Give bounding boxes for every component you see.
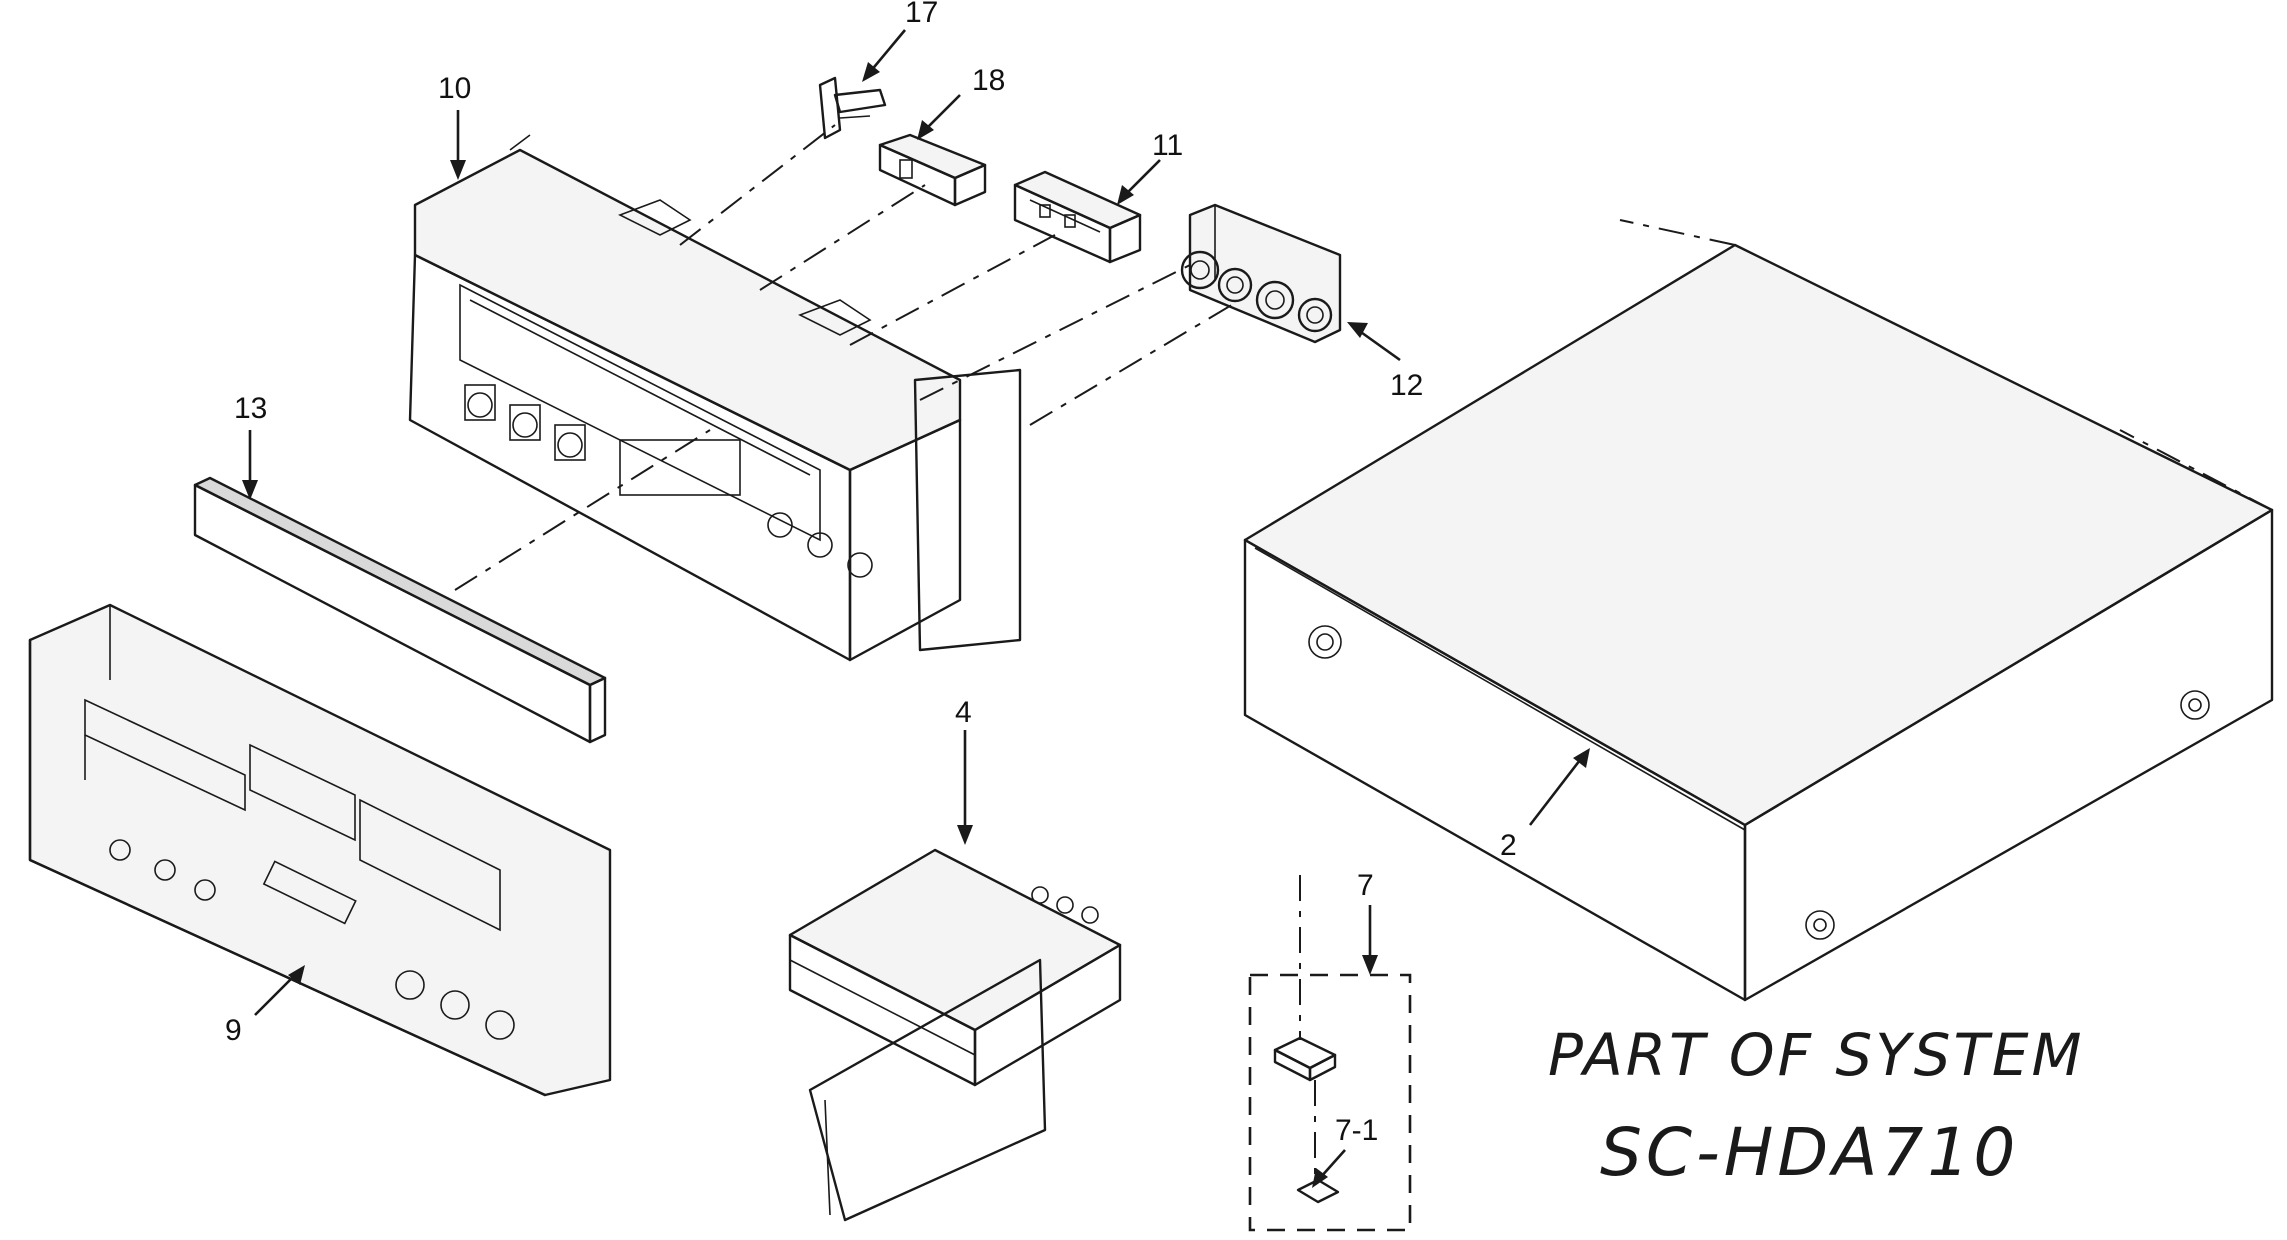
assembly-lines — [454, 124, 2273, 1180]
callout-17: 17 — [905, 0, 938, 29]
part-18-holder — [878, 133, 987, 207]
callout-7: 7 — [1357, 869, 1374, 902]
leader-arrows — [242, 29, 1590, 1188]
callout-18: 18 — [972, 64, 1005, 97]
callout-13: 13 — [234, 392, 267, 425]
callout-9: 9 — [225, 1014, 242, 1047]
callout-11: 11 — [1152, 129, 1183, 162]
handwritten-note: PART OF SYSTEM SC-HDA710 — [1548, 1021, 2085, 1191]
callout-2: 2 — [1500, 829, 1517, 862]
callout-4: 4 — [955, 696, 972, 729]
callout-10: 10 — [438, 72, 471, 105]
part-7-button-group — [1248, 973, 1412, 1232]
part-11-switch-board — [1013, 170, 1142, 264]
part-2-top-cover — [1243, 243, 2274, 1002]
part-12-jack-board — [1180, 203, 1342, 344]
part-17-bracket — [818, 76, 887, 140]
note-line-2: SC-HDA710 — [1600, 1114, 2019, 1191]
part-4-mechanism-unit — [788, 848, 1122, 1222]
note-line-1: PART OF SYSTEM — [1548, 1021, 2085, 1089]
callout-12: 12 — [1390, 369, 1423, 402]
callout-7-1: 7-1 — [1335, 1114, 1378, 1147]
part-13-display-window — [193, 476, 607, 744]
part-9-front-panel — [28, 603, 612, 1097]
part-10-front-chassis — [408, 134, 1022, 662]
